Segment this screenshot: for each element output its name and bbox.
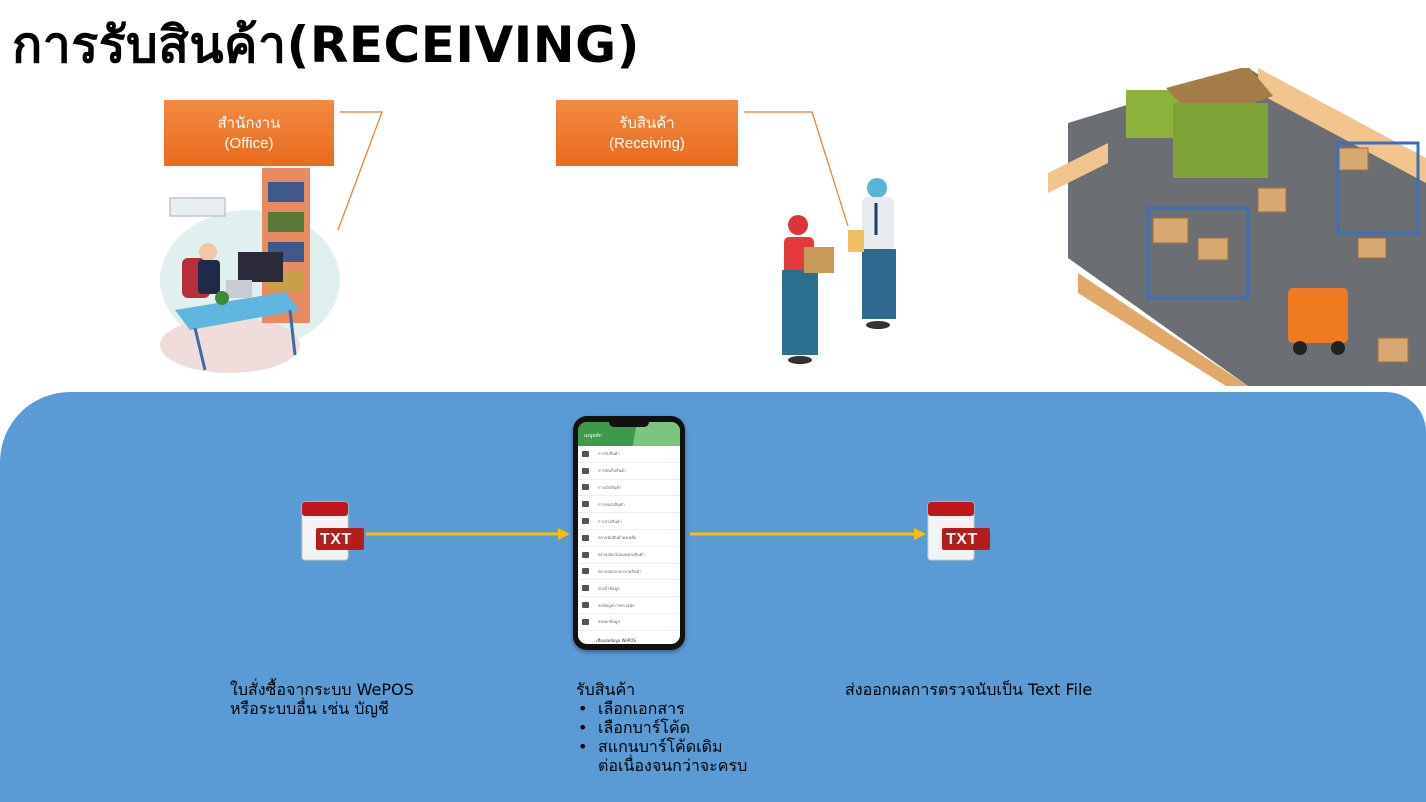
office-label-box: สำนักงาน (Office) <box>164 100 334 166</box>
caption-export: ส่งออกผลการตรวจนับเป็น Text File <box>845 680 1093 699</box>
phone-menu-item[interactable]: ตรวจสอบวันหมดอายุสินค้า <box>578 547 680 564</box>
phone-menu-item[interactable]: การจัดเก็บสินค้า <box>578 463 680 480</box>
phone-mockup: เมนูหลัก การรับสินค้า การจัดเก็บสินค้า ก… <box>573 416 685 650</box>
txt-file-label: TXT <box>320 531 352 548</box>
receiving-label-line1: รับสินค้า <box>619 115 675 132</box>
phone-menu-item[interactable]: การรับสินค้า <box>578 446 680 463</box>
phone-menu-item[interactable]: การขนส่งสินค้า <box>578 496 680 514</box>
office-callout-line <box>337 111 383 231</box>
phone-footer: เชื่อมต่อข้อมูล WePOS <box>596 637 636 643</box>
menu-icon <box>582 467 589 474</box>
menu-icon <box>582 450 589 457</box>
phone-menu-item[interactable]: นำเข้าข้อมูล <box>578 580 680 598</box>
caption-receiving-list: เลือกเอกสาร เลือกบาร์โค้ด สแกนบาร์โค้ดเด… <box>576 699 747 756</box>
caption-receiving-title: รับสินค้า <box>576 680 636 699</box>
page-title: การรับสินค้า(RECEIVING) <box>12 16 641 74</box>
menu-icon <box>582 501 589 508</box>
flow-arrow-left <box>366 528 570 540</box>
caption-source-line1: ใบสั่งซื้อจากระบบ WePOS <box>230 680 414 699</box>
phone-menu-item[interactable]: ลบข้อมูลการตรวจนับ <box>578 597 680 614</box>
phone-screen: เมนูหลัก การรับสินค้า การจัดเก็บสินค้า ก… <box>578 422 680 644</box>
caption-receiving-item: สแกนบาร์โค้ดเดิม <box>576 737 747 756</box>
phone-menu-item[interactable]: ส่งออกข้อมูล <box>578 614 680 631</box>
menu-icon <box>582 551 589 558</box>
menu-icon <box>582 602 589 609</box>
menu-icon <box>582 518 589 525</box>
receiving-callout-line <box>744 111 849 227</box>
office-label-line2: (Office) <box>224 135 274 152</box>
menu-icon <box>582 618 589 625</box>
menu-icon <box>582 484 589 491</box>
phone-menu-item[interactable]: การจ่ายสินค้า <box>578 513 680 530</box>
menu-icon <box>582 568 589 575</box>
warehouse-illustration <box>1048 68 1426 386</box>
phone-menu-item[interactable]: ตรวจสอบราคาขายสินค้า <box>578 564 680 581</box>
phone-menu-item[interactable]: การเบิกสินค้า <box>578 480 680 497</box>
caption-receiving: รับสินค้า เลือกเอกสาร เลือกบาร์โค้ด สแกน… <box>576 680 747 775</box>
phone-menu-item[interactable]: ตรวจนับสินค้าคงเหลือ <box>578 530 680 547</box>
flow-arrow-right <box>690 528 926 540</box>
office-label-line1: สำนักงาน <box>217 115 281 132</box>
menu-icon <box>582 534 589 541</box>
menu-icon <box>582 585 589 592</box>
office-illustration <box>160 168 340 373</box>
phone-notch <box>609 421 649 427</box>
caption-receiving-item: เลือกบาร์โค้ด <box>576 718 747 737</box>
txt-file-icon: TXT <box>926 500 992 562</box>
txt-file-icon: TXT <box>300 500 366 562</box>
caption-source: ใบสั่งซื้อจากระบบ WePOS หรือระบบอื่น เช่… <box>230 680 414 718</box>
caption-source-line2: หรือระบบอื่น เช่น บัญชี <box>230 699 389 718</box>
caption-receiving-item: เลือกเอกสาร <box>576 699 747 718</box>
caption-receiving-cont: ต่อเนื่องจนกว่าจะครบ <box>598 756 748 775</box>
receiving-label-line2: (Receiving) <box>609 135 685 152</box>
txt-file-label: TXT <box>946 531 978 548</box>
receiving-label-box: รับสินค้า (Receiving) <box>556 100 738 166</box>
workers-illustration <box>782 178 896 364</box>
